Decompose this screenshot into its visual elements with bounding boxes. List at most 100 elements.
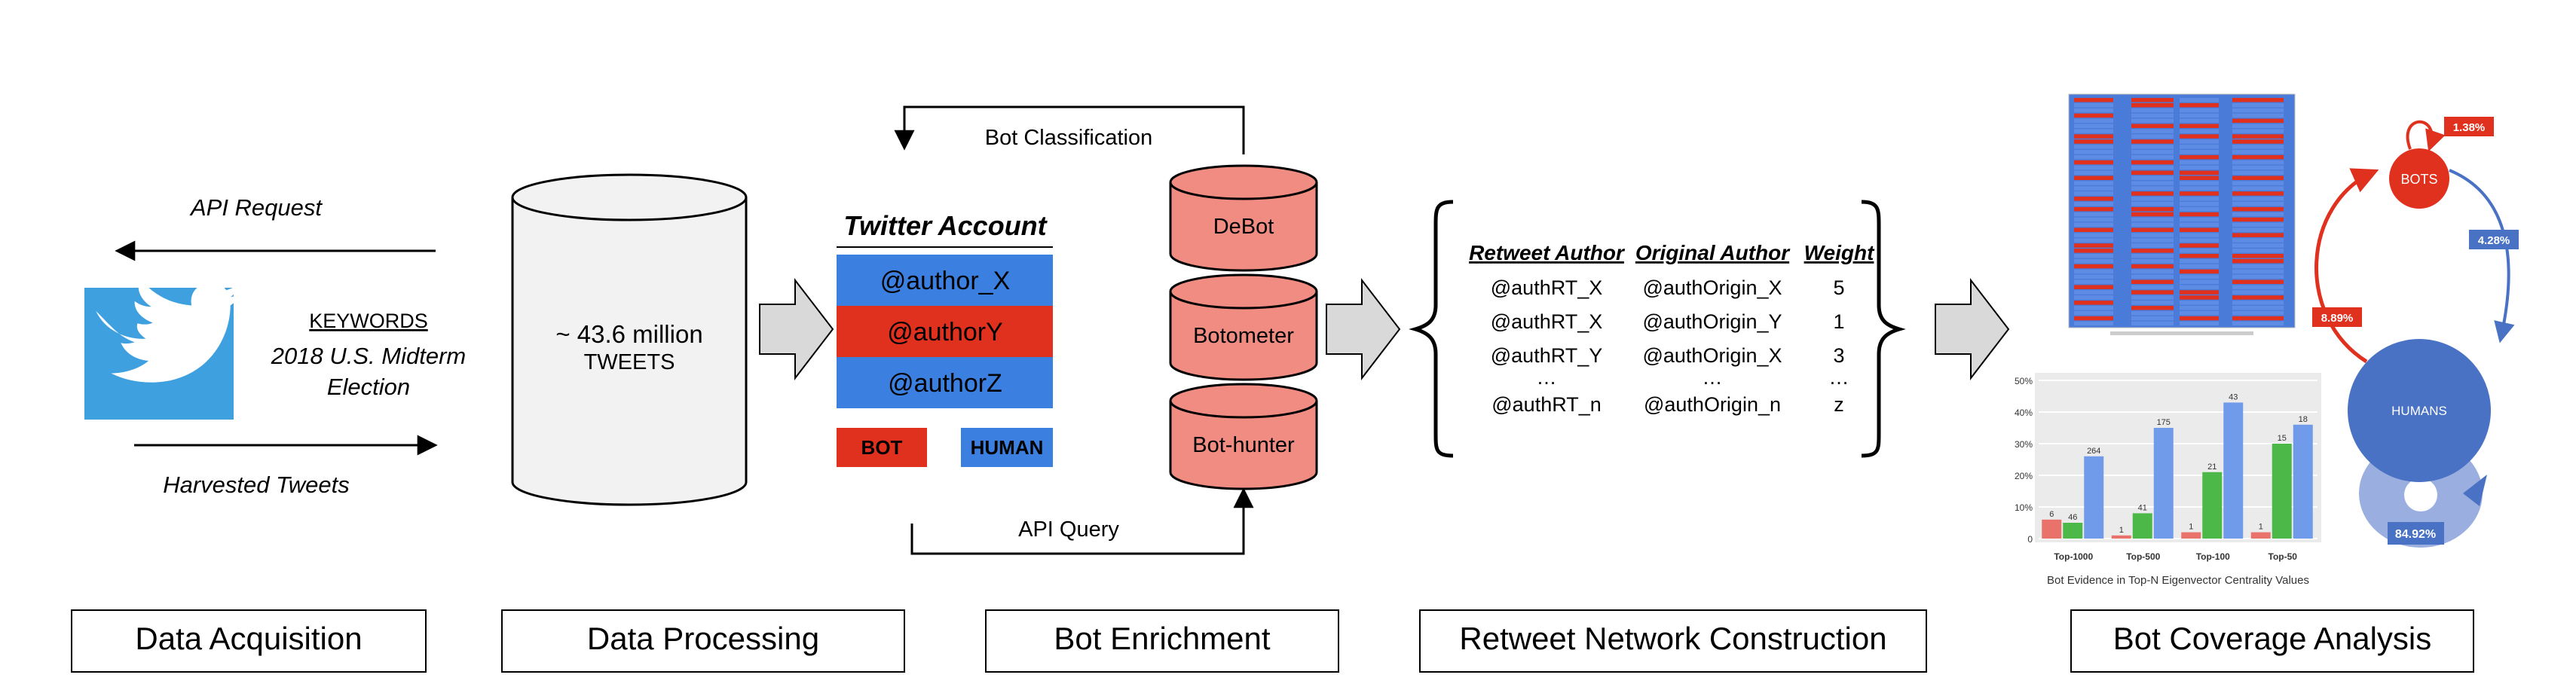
bar-mark: [2084, 456, 2104, 539]
table-header: Retweet Author: [1469, 241, 1626, 264]
table-cell: 1: [1833, 310, 1844, 333]
bar-mark: [2250, 532, 2271, 539]
humans-node: [2348, 339, 2491, 482]
table-cell: @authOrigin_n: [1644, 393, 1781, 416]
left-brace: [1409, 200, 1454, 458]
retweet-edge-table: Retweet Author Original Author Weight @auth…: [1469, 241, 1875, 416]
bot-tag: [837, 428, 927, 467]
table-cell: @authOrigin_X: [1642, 276, 1782, 299]
table-cell: …: [1703, 366, 1723, 389]
bar-data-label: 1: [2259, 523, 2263, 532]
api-request-label: API Request: [189, 194, 323, 221]
table-header: Original Author: [1635, 241, 1791, 264]
p-human-human-label: 84.92%: [2395, 528, 2436, 541]
bar-ytick-label: 50%: [2015, 376, 2033, 386]
table-cell: 3: [1833, 344, 1844, 367]
keywords-label: KEYWORDS: [309, 310, 428, 332]
p-human-bot-badge: [2312, 307, 2362, 327]
human-to-bot-edge: [2314, 168, 2379, 364]
table-header: Weight: [1804, 241, 1875, 264]
bar-data-label: 18: [2299, 415, 2308, 424]
phase-label: Bot Coverage Analysis: [2113, 621, 2432, 656]
bar-data-label: 46: [2068, 513, 2077, 522]
data-processing-section: ~ 43.6 million TWEETS: [511, 173, 834, 506]
retweet-network-section: Retweet Author Original Author Weight @auth…: [1409, 200, 2010, 458]
phase-box: [985, 609, 1339, 673]
bar-xtick-label: Top-100: [2196, 551, 2230, 562]
processing-flow-arrow: [759, 278, 834, 380]
bar-data-label: 1: [2189, 523, 2193, 532]
account-row: [837, 357, 1053, 408]
bot-human-state-diagram: 84.92% HUMANS BOTS 1.38% 4.28% 8.89%: [2312, 117, 2519, 548]
bar-mark: [2042, 519, 2062, 539]
network-flow-arrow: [1935, 278, 2010, 380]
bar-mark: [2293, 424, 2313, 539]
bot-enrichment-section: Bot Classification Twitter Account @auth…: [837, 105, 1401, 555]
tool-name: Bot-hunter: [1192, 433, 1295, 457]
bar-ytick-label: 40%: [2015, 408, 2033, 418]
table-cell: 5: [1833, 276, 1844, 299]
bar-data-label: 264: [2087, 447, 2100, 456]
keywords-line1: 2018 U.S. Midterm: [271, 343, 466, 369]
table-cell: …: [1537, 366, 1557, 389]
right-brace: [1861, 200, 1906, 458]
human-tag-label: HUMAN: [971, 436, 1044, 459]
table-cell: @authRT_Y: [1491, 344, 1603, 367]
phase-box: [1419, 609, 1927, 673]
phase-label: Bot Enrichment: [1054, 621, 1270, 656]
bar-mark: [2063, 523, 2083, 539]
bar-data-label: 41: [2138, 503, 2147, 512]
twitter-icon: [84, 279, 243, 420]
bar-mark: [2202, 472, 2223, 539]
table-cell: @authRT_n: [1491, 393, 1602, 416]
bar-data-label: 6: [2049, 510, 2054, 519]
keywords-line2: Election: [327, 374, 410, 400]
bar-mark: [2272, 444, 2292, 539]
bar-ytick-label: 20%: [2015, 471, 2033, 481]
enrichment-flow-arrow: [1326, 278, 1401, 380]
human-tag: [961, 428, 1053, 467]
p-bot-bot-label: 1.38%: [2453, 121, 2486, 134]
table-cell: @authOrigin_X: [1642, 344, 1782, 367]
phase-label: Data Processing: [587, 621, 819, 656]
bot-classification-arrow: [894, 105, 1245, 154]
p-human-human-badge: [2388, 522, 2444, 545]
bots-label: BOTS: [2400, 172, 2437, 187]
bar-chart-xlabel: Bot Evidence in Top-N Eigenvector Centra…: [2047, 574, 2309, 587]
tool-name: DeBot: [1213, 215, 1274, 239]
account-name: @authorZ: [888, 369, 1002, 398]
table-cell: z: [1834, 393, 1844, 416]
bar-mark: [2223, 402, 2244, 539]
table-cell: @authRT_X: [1491, 276, 1603, 299]
twitter-account-title: Twitter Account: [843, 210, 1048, 241]
bar-ytick-label: 30%: [2015, 439, 2033, 450]
table-cell: @authOrigin_Y: [1642, 310, 1782, 333]
tool-name: Botometer: [1193, 324, 1294, 348]
bar-xtick-label: Top-50: [2269, 551, 2298, 562]
bot-tag-label: BOT: [861, 436, 903, 459]
bar-mark: [2132, 513, 2152, 539]
phase-label: Data Acquisition: [135, 621, 362, 656]
bar-data-label: 175: [2157, 418, 2171, 427]
bots-self-loop: [2406, 120, 2446, 152]
centrality-heatmap: [2068, 93, 2296, 335]
api-query-label: API Query: [1018, 517, 1119, 542]
phase-box: [71, 609, 427, 673]
p-human-bot-label: 8.89%: [2321, 312, 2354, 325]
account-row: [837, 255, 1053, 306]
harvested-tweets-label: Harvested Tweets: [163, 472, 350, 498]
p-bot-human-label: 4.28%: [2478, 234, 2510, 247]
bar-xtick-label: Top-500: [2126, 551, 2160, 562]
data-acquisition-section: API Request KEYWORDS 2018 U.S. Midterm E…: [84, 194, 466, 498]
bar-mark: [2111, 535, 2131, 539]
account-row: [837, 306, 1053, 357]
humans-label: HUMANS: [2391, 404, 2447, 418]
tweet-unit: TWEETS: [584, 350, 675, 374]
bar-mark: [2153, 428, 2174, 539]
bar-data-label: 21: [2207, 463, 2217, 472]
